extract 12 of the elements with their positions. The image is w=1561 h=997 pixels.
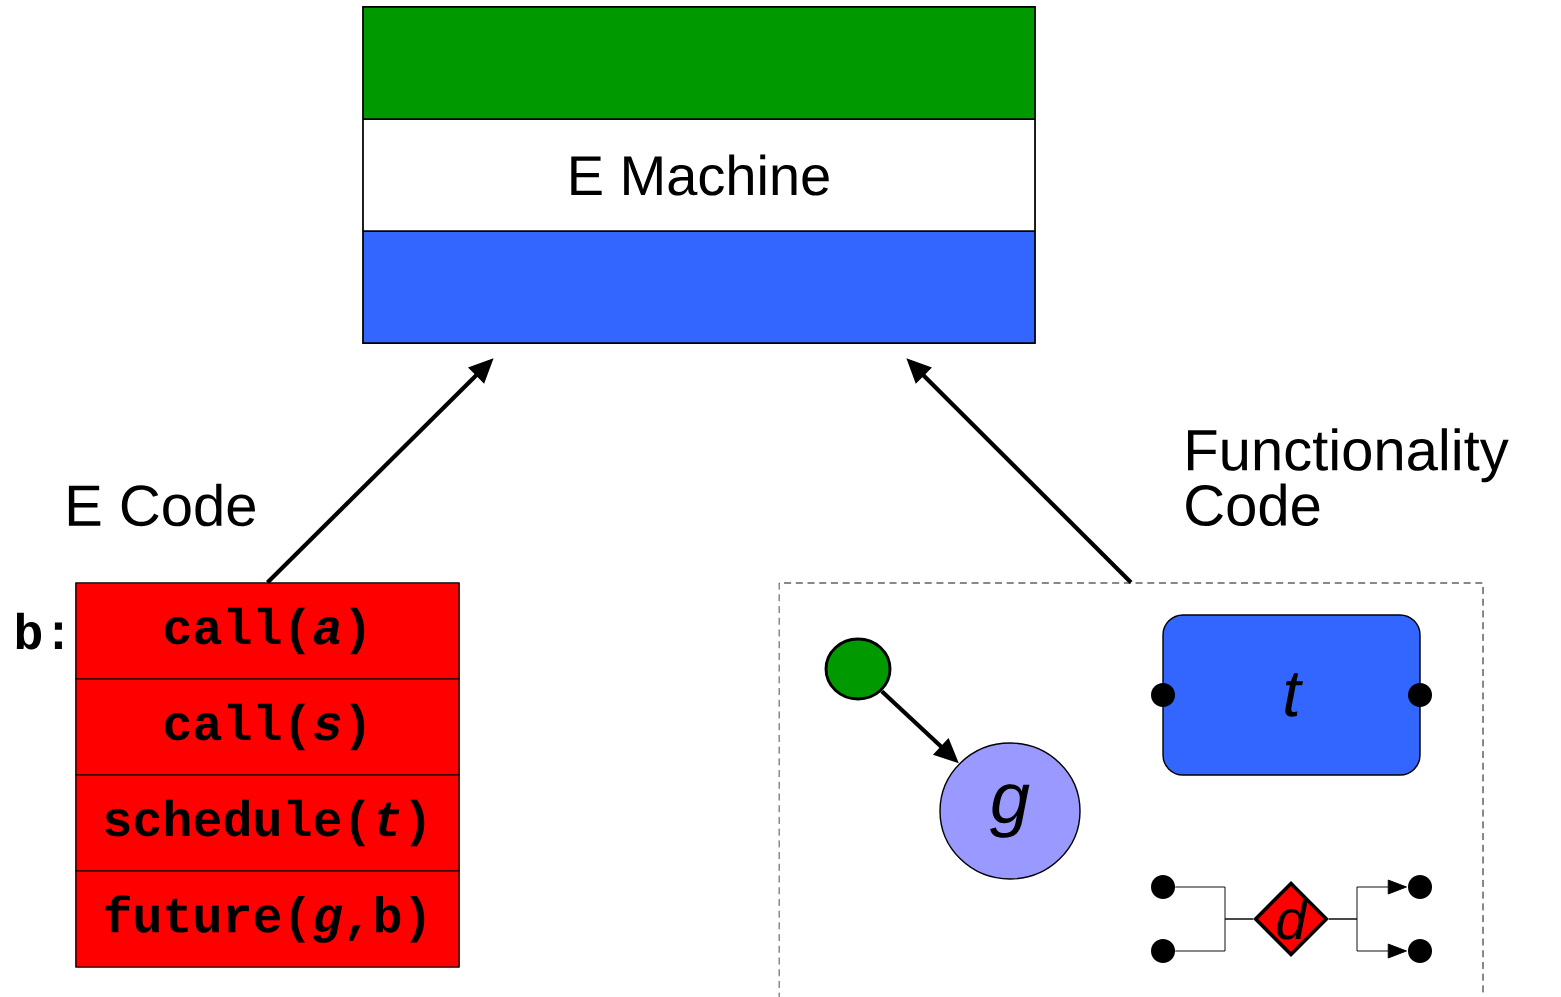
port-dot: [1408, 875, 1432, 899]
heading: Functionality Code: [1186, 428, 1509, 527]
connector-line: [1174, 918, 1254, 952]
machine-box: E Machine: [362, 6, 1036, 344]
heading: E Code: [68, 483, 255, 527]
port-dot: [1151, 875, 1175, 899]
start-circle: [824, 637, 892, 701]
task-box: t: [1151, 614, 1432, 776]
code-label: b:: [16, 612, 62, 650]
port-dot: [1151, 939, 1175, 963]
arrow: [1328, 918, 1407, 959]
port-dot: [1408, 939, 1432, 963]
